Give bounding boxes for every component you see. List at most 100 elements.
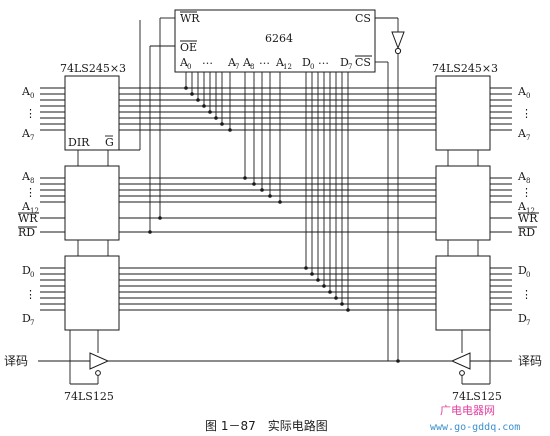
chip-d-junction-5: [334, 296, 338, 300]
chip-d-junction-0: [304, 266, 308, 270]
left-a7-sub: 7: [30, 134, 34, 142]
right-74ls125-buffer: [450, 352, 471, 370]
chip-d-junction-7: [346, 308, 350, 312]
chip-a-junction-7: [228, 128, 232, 132]
chip-oe-junction: [148, 230, 152, 234]
pin-a8-label: A: [242, 56, 252, 69]
chip-d-junction-3: [322, 284, 326, 288]
bus-wires: [40, 17, 512, 384]
left-vdots-2: ⋮: [25, 186, 36, 199]
left-a0: A: [21, 85, 31, 98]
chip-wr-junction: [158, 216, 162, 220]
chip-ah-junction-2: [260, 188, 264, 192]
right-buffer-label: 74LS125: [452, 390, 502, 403]
right-d0: D: [518, 264, 527, 277]
left-a7: A: [21, 127, 31, 140]
chip-6264-name: 6264: [265, 32, 293, 45]
right-a0: A: [517, 85, 527, 98]
right-d7-sub: 7: [526, 319, 530, 327]
left-a8-sub: 8: [30, 177, 34, 185]
watermark-url: www.go-gddq.com: [430, 422, 520, 433]
left-labels: A 0 ⋮ A 7 A 8 ⋮ A 12 WR RD D 0 ⋮ D 7: [18, 85, 39, 327]
left-a8: A: [21, 170, 31, 183]
right-a7: A: [517, 127, 527, 140]
chip-d-junction-2: [316, 278, 320, 282]
left-bank-title: 74LS245×3: [60, 62, 126, 75]
right-a7-sub: 7: [526, 134, 530, 142]
pin-a7-label: A: [227, 56, 237, 69]
left-a12: A: [21, 200, 31, 213]
pin-d7-label: D: [340, 56, 349, 69]
chip-a-junction-1: [190, 92, 194, 96]
chip-a-junction-3: [202, 104, 206, 108]
right-vdots-1: ⋮: [521, 107, 532, 120]
left-a12-sub: 12: [30, 207, 39, 215]
chip-ah-junction-1: [252, 182, 256, 186]
pin-d7-sub: 7: [348, 63, 352, 71]
pin-dots-3: …: [318, 54, 329, 67]
chip-ah-junction-3: [268, 194, 272, 198]
chip-a-junction-2: [196, 98, 200, 102]
left-wr: WR: [18, 212, 38, 225]
chip-d-junction-1: [310, 272, 314, 276]
left-d7: D: [22, 312, 31, 325]
right-vdots-3: ⋮: [521, 288, 532, 301]
right-245-address-high: [435, 165, 491, 241]
chip-d-junction-6: [340, 302, 344, 306]
left-buffer-label: 74LS125: [64, 390, 114, 403]
pin-a12-label: A: [275, 56, 285, 69]
right-vdots-2: ⋮: [521, 186, 532, 199]
cs-inverter-bubble: [394, 47, 402, 55]
left-245-address-high: [64, 165, 120, 241]
pin-d0-label: D: [302, 56, 311, 69]
left-d0: D: [22, 264, 31, 277]
left-d0-sub: 0: [30, 271, 34, 279]
decode-label-left: 译码: [4, 354, 28, 368]
left-74ls125-buffer: [89, 352, 110, 370]
right-a8: A: [517, 170, 527, 183]
right-245-data: [435, 255, 491, 331]
right-245-address-low: [435, 75, 491, 151]
left-245-data: [64, 255, 120, 331]
pin-a8-sub: 8: [250, 63, 254, 71]
left-g-label: G: [105, 136, 114, 149]
decode-label-right: 译码: [518, 354, 542, 368]
right-rd: RD: [518, 226, 535, 239]
chip-a-junction-0: [184, 86, 188, 90]
left-rd: RD: [18, 226, 35, 239]
pin-a0-label: A: [179, 56, 189, 69]
pin-dots-2: …: [259, 54, 270, 67]
left-a0-sub: 0: [30, 92, 34, 100]
chip-a-junction-4: [208, 110, 212, 114]
figure-caption: 图 1－87 实际电路图: [205, 418, 328, 433]
pin-d0-sub: 0: [310, 63, 314, 71]
pin-a12-sub: 12: [283, 63, 292, 71]
right-a12: A: [517, 200, 527, 213]
right-wr: WR: [518, 212, 538, 225]
right-a8-sub: 8: [526, 177, 530, 185]
chip-a-junction-6: [220, 122, 224, 126]
pin-cs-bar-label: CS: [355, 56, 371, 69]
pin-dots-1: …: [202, 54, 213, 67]
left-245-address-low: [64, 75, 120, 151]
pin-a0-sub: 0: [187, 63, 191, 71]
right-d7: D: [518, 312, 527, 325]
right-labels: A 0 ⋮ A 7 A 8 ⋮ A 12 WR RD D 0 ⋮ D 7: [517, 85, 539, 327]
chip-d-junction-4: [328, 290, 332, 294]
watermark-title: 广电电器网: [440, 404, 495, 417]
left-vdots-3: ⋮: [25, 288, 36, 301]
left-vdots-1: ⋮: [25, 107, 36, 120]
right-buffer-enable-bubble: [459, 370, 465, 376]
chip-ah-junction-4: [278, 200, 282, 204]
pin-cs-label: CS: [355, 12, 371, 25]
right-d0-sub: 0: [526, 271, 530, 279]
left-d7-sub: 7: [30, 319, 34, 327]
chip-ah-junction-0: [243, 176, 247, 180]
right-a0-sub: 0: [526, 92, 530, 100]
cs-inverter: [391, 31, 405, 50]
left-dir-label: DIR: [68, 136, 90, 149]
right-a12-sub: 12: [526, 207, 535, 215]
chip-a-junction-5: [214, 116, 218, 120]
pin-a7-sub: 7: [235, 63, 239, 71]
